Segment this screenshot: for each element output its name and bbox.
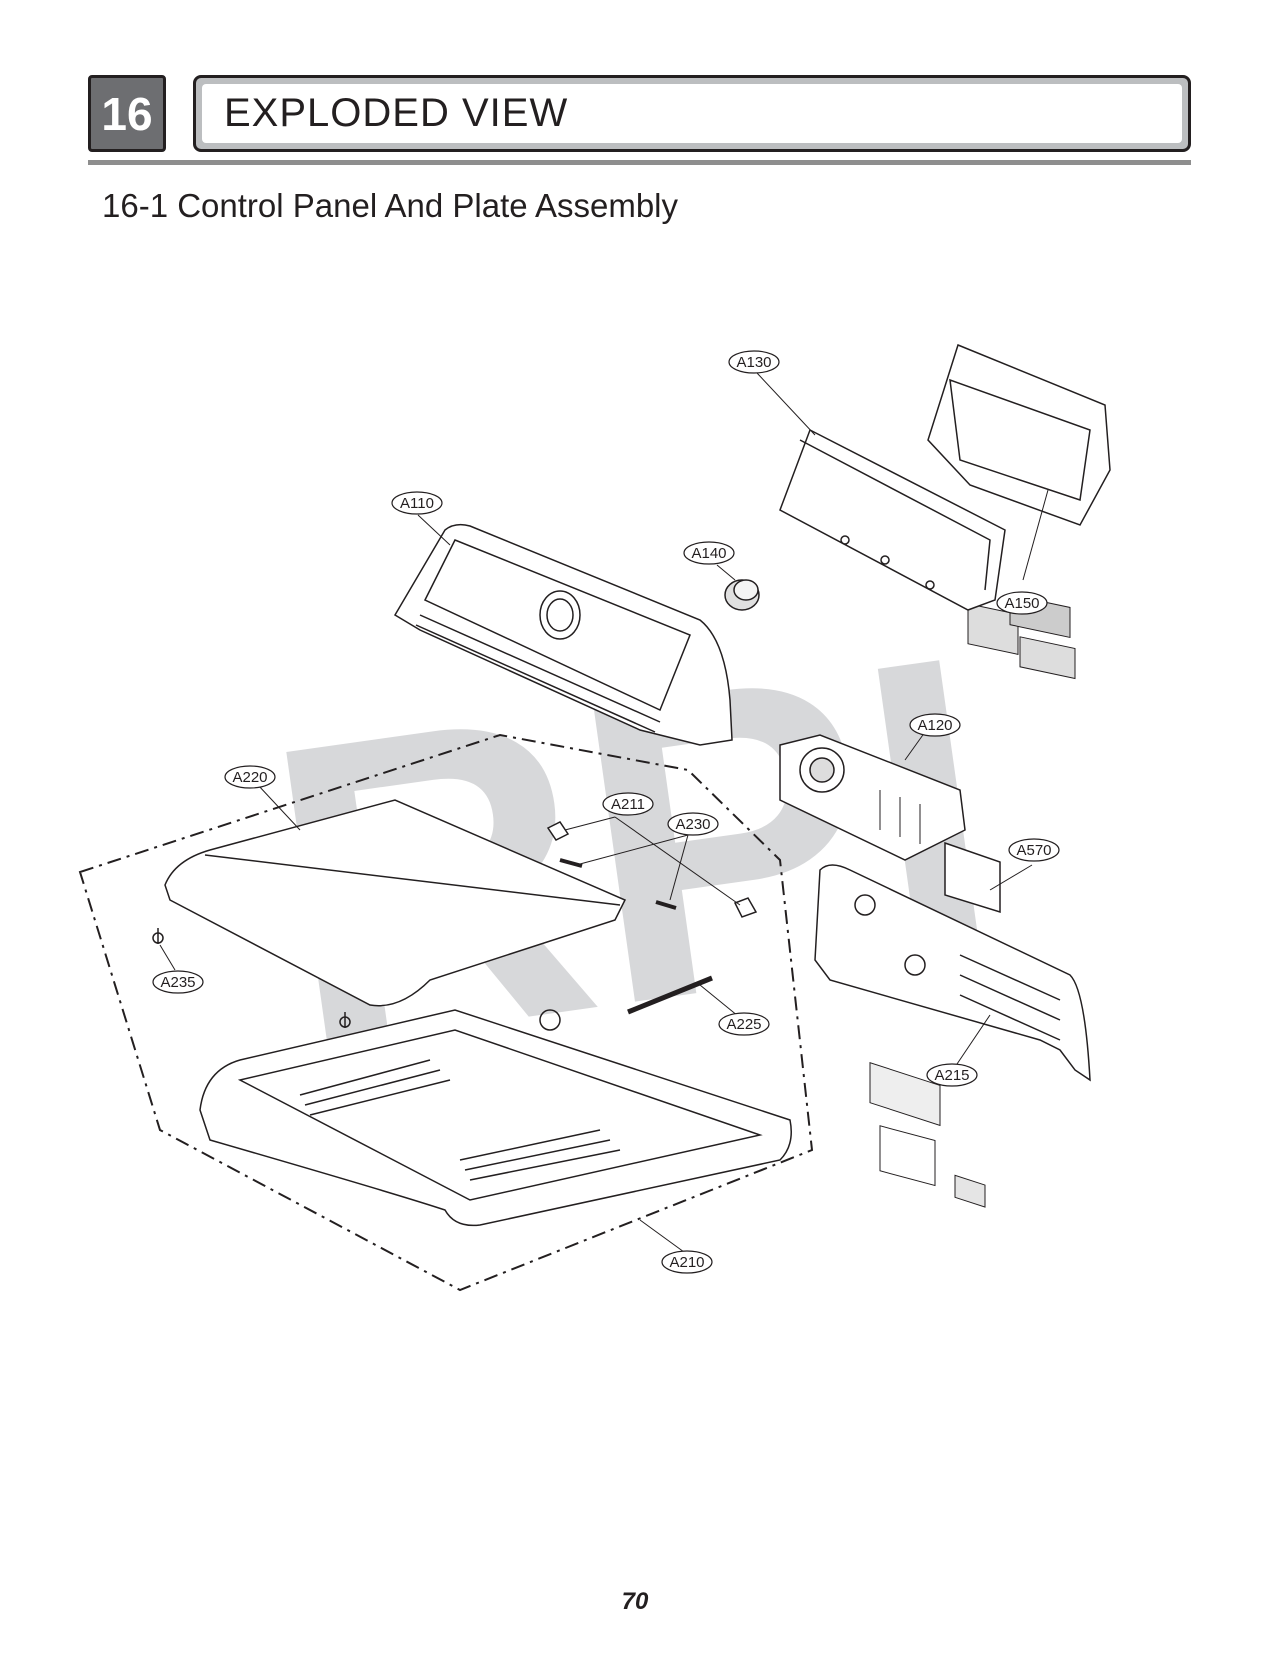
pin-part [559, 858, 677, 910]
callout-a110: A110 [391, 491, 443, 515]
callout-labels: A130 A150 A110 A140 A120 A220 A211 A230 [152, 350, 1060, 1274]
svg-text:A150: A150 [1004, 595, 1039, 612]
top-plate-part [199, 1009, 792, 1227]
header-rule [88, 160, 1191, 165]
svg-text:A225: A225 [726, 1016, 761, 1033]
svg-text:A211: A211 [611, 796, 645, 813]
svg-text:A130: A130 [736, 354, 771, 371]
callout-a215: A215 [926, 1063, 978, 1087]
section-title: EXPLODED VIEW [202, 84, 1182, 143]
svg-text:A210: A210 [669, 1254, 704, 1271]
callout-a235: A235 [152, 970, 204, 994]
back-cover-part [927, 343, 1111, 680]
damper-part [627, 975, 713, 1015]
page-number: 70 [621, 1588, 649, 1615]
svg-text:A230: A230 [675, 816, 710, 833]
section-number: 16 [88, 75, 166, 152]
section-title-box: EXPLODED VIEW [193, 75, 1191, 152]
svg-text:A220: A220 [232, 769, 267, 786]
assembly-boundary [78, 733, 814, 1292]
control-panel-part [393, 523, 733, 746]
callout-a120: A120 [909, 713, 961, 737]
svg-text:A110: A110 [400, 495, 434, 512]
lid-part [164, 799, 627, 1007]
hinge-part [546, 821, 758, 918]
leader-lines [159, 372, 1049, 1253]
main-board-part [779, 734, 966, 1127]
callout-a570: A570 [1008, 838, 1060, 862]
svg-text:A140: A140 [691, 545, 726, 562]
svg-text:A120: A120 [917, 717, 952, 734]
svg-text:A215: A215 [934, 1067, 969, 1084]
bracket-part [944, 841, 1001, 1208]
subtitle: 16-1 Control Panel And Plate Assembly [102, 187, 679, 224]
svg-text:A235: A235 [160, 974, 195, 991]
callout-a130: A130 [728, 350, 780, 374]
svg-text:A570: A570 [1016, 842, 1051, 859]
knob-part [724, 579, 760, 611]
callout-a210: A210 [661, 1250, 713, 1274]
callout-a220: A220 [224, 765, 276, 789]
callout-a140: A140 [683, 541, 735, 565]
foot-part [152, 928, 351, 1028]
callout-a150: A150 [996, 591, 1048, 615]
callout-a225: A225 [718, 1012, 770, 1036]
control-plate-part [814, 864, 1091, 1187]
callout-a211: A211 [602, 792, 654, 816]
callout-a230: A230 [667, 812, 719, 836]
display-board-part [779, 428, 1006, 611]
